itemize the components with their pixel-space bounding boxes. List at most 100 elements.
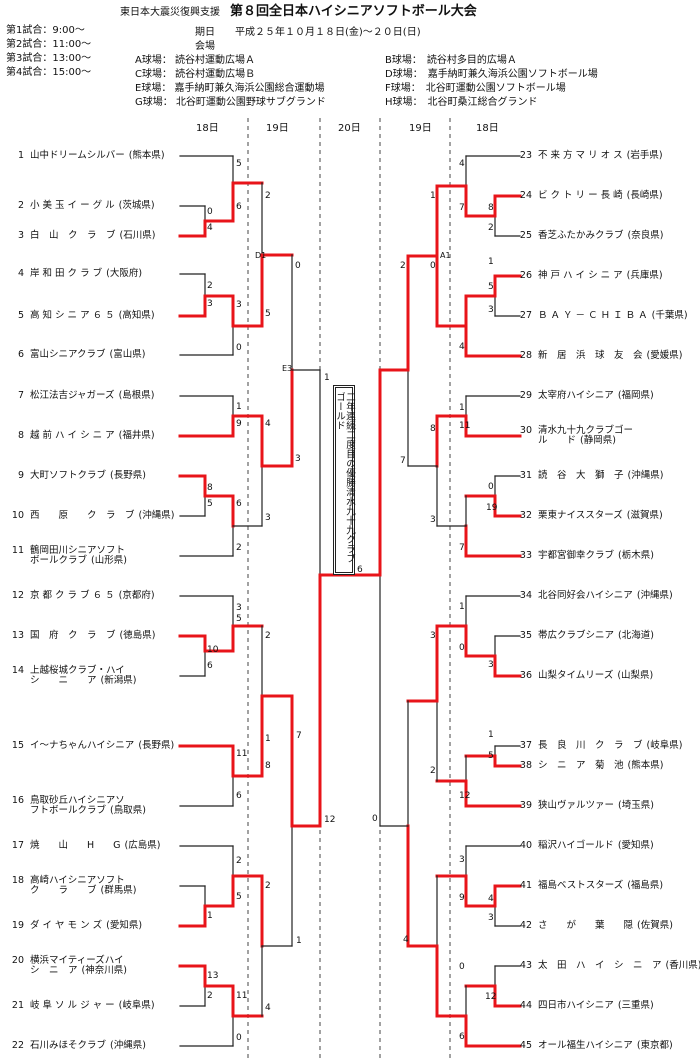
score-label: 2 [488,223,494,233]
team-number: 36 [519,670,532,681]
team-number: 2 [17,200,24,211]
team-prefecture: (沖縄県) [636,590,673,601]
schedule-line: 第3試合：13:00～ [6,53,92,64]
team-name: 白 山 ク ラ ブ [30,230,116,241]
venue-label: 会場 [195,41,215,52]
score-label: 0 [459,962,465,972]
team-name: 西 原 ク ラ ブ [30,510,135,521]
score-label: 3 [207,299,213,309]
score-label: 2 [236,856,242,866]
schedule-line: 第1試合：9:00～ [6,25,85,36]
team-name: 松江法吉ジャガーズ [30,390,115,401]
team-prefecture: (長野県) [138,740,175,751]
team-number: 35 [519,630,532,641]
team-name: 鳥取砂丘ハイシニアソ [30,795,125,806]
team-name: 狭山ヴァルツァー [538,800,615,811]
team-name-cont: シ ニ ア [30,964,78,976]
team-number: 11 [11,545,24,556]
score-label: 1 [207,911,213,921]
score-label: 1 [459,602,465,612]
score-label: 1 [296,936,302,946]
venue-item: H球場： 北谷町桑江総合グランド [385,97,538,108]
day-header-right-19: 19日 [409,123,432,134]
team-name-cont: フトボールクラブ [30,804,107,816]
team-name: 焼 山 H G [30,840,121,851]
team-prefecture: (群馬県) [100,884,137,896]
score-label: 8 [207,483,213,493]
team-name: 帯広クラブシニア [538,630,615,641]
score-label: 6 [236,202,242,212]
team-name: 福島ベストスターズ [538,880,624,891]
team-number: 14 [11,665,24,676]
team-number: 23 [519,150,532,161]
score-label: 2 [265,881,271,891]
score-label: 2 [236,543,242,553]
team-prefecture: (富山県) [109,349,146,360]
score-label: 6 [236,499,242,509]
team-number: 28 [519,350,532,361]
team-prefecture: (埼玉県) [618,800,654,811]
team-name: 宇都宮御幸クラブ [538,550,615,561]
score-label: 3 [488,660,494,670]
score-label: 1 [488,257,494,267]
team-prefecture: (長野県) [110,470,146,481]
score-label: 2 [207,281,213,291]
score-label: 9 [236,419,242,429]
team-number: 9 [17,470,24,481]
team-prefecture: (香川県) [665,960,700,971]
score-label: 3 [236,603,242,613]
venue-code: E3 [282,364,293,373]
schedule-line: 第2試合：11:00～ [6,39,92,50]
team-prefecture: (愛知県) [106,920,143,931]
score-label: 1 [324,373,330,383]
score-label: 2 [265,191,271,201]
team-name: オール福生ハイシニア [538,1040,633,1051]
score-label: 0 [372,814,378,824]
team-prefecture: (愛媛県) [646,350,683,361]
team-prefecture: (島根県) [118,390,155,401]
score-label: 11 [459,421,471,431]
team-prefecture: (沖縄県) [138,510,175,521]
team-prefecture: (山形県) [91,554,127,566]
score-label: 1 [488,730,494,740]
team-name: 稲沢ハイゴールド [538,840,614,851]
team-name: 越 前 ハ イ シ ニ ア [30,430,115,441]
team-number: 17 [11,840,24,851]
team-name: さ が 葉 隠 [538,920,634,931]
score-label: 12 [459,791,471,801]
score-label: 0 [295,261,301,271]
team-prefecture: (栃木県) [618,550,654,561]
team-number: 20 [11,955,24,966]
team-name: 清水九十九クラブゴー [538,425,634,436]
team-name: 不 来 方 マ リ オ ス [538,150,623,161]
team-number: 3 [17,230,24,241]
team-prefecture: (大阪府) [106,268,143,279]
day-header-final-20: 20日 [338,123,361,134]
team-number: 42 [519,920,532,931]
team-number: 26 [519,270,532,281]
team-name: 上越桜城クラブ・ハイ [30,665,125,676]
team-number: 24 [519,190,532,201]
team-prefecture: (静岡県) [580,434,616,446]
score-label: 0 [236,1033,242,1043]
team-number: 44 [519,1000,532,1011]
